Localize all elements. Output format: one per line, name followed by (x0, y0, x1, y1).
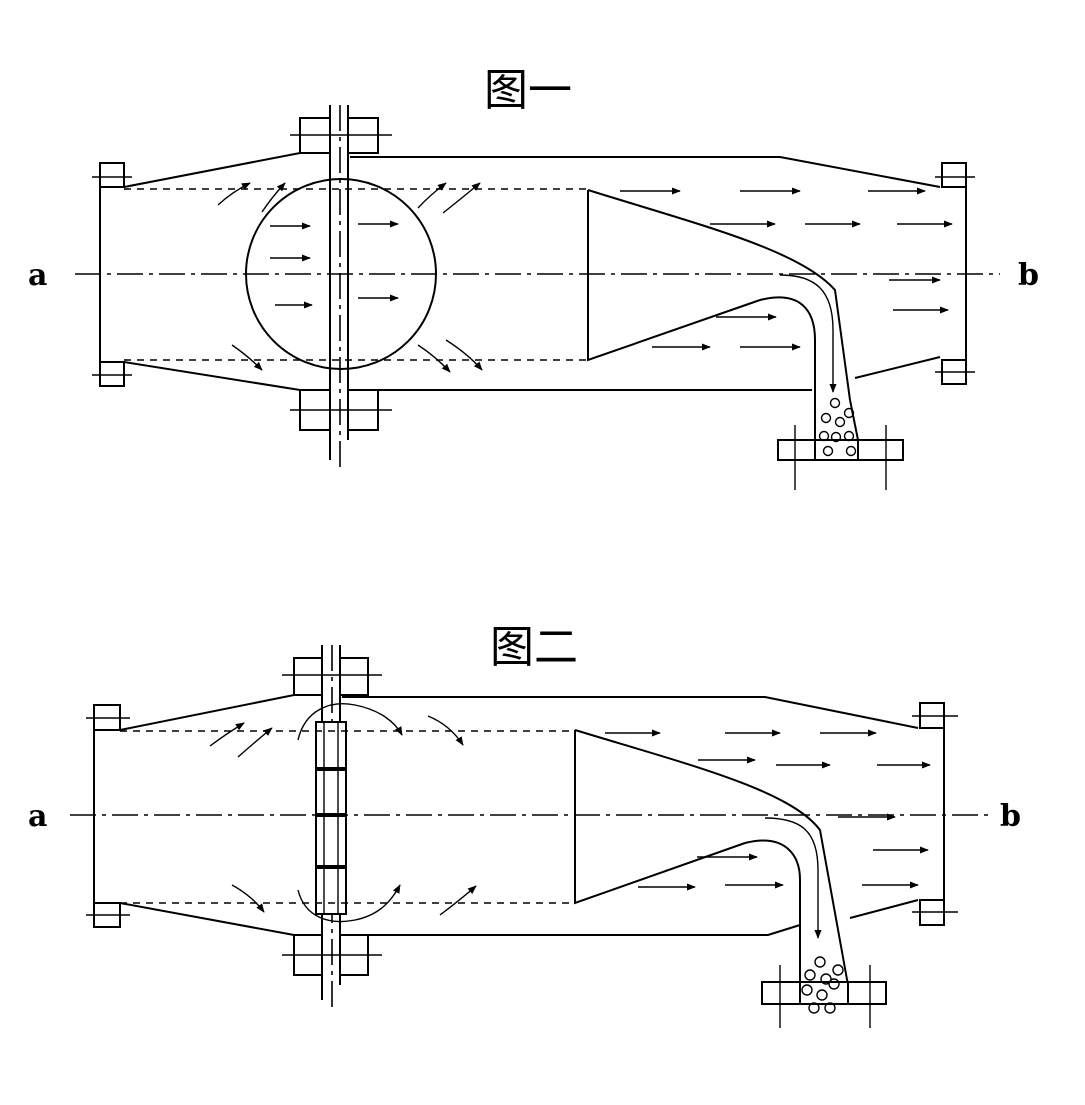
figure-1-label-a: a (28, 258, 47, 293)
figure-1: 图一 a b (28, 65, 1039, 490)
figure-2-title: 图二 (490, 622, 578, 673)
figure-2-right-flange (912, 702, 958, 926)
figure-1-label-b: b (1018, 258, 1039, 293)
figure-1-left-flange (92, 162, 132, 387)
figure-2-cone-curve (574, 729, 849, 986)
figure-2-sediment-outlet (744, 839, 887, 1028)
figure-1-title: 图一 (484, 65, 572, 116)
figure-2-label-a: a (28, 799, 47, 834)
figure-2: 图二 a b (28, 622, 1021, 1028)
figure-1-cone-curve (587, 189, 851, 401)
figure-2-cone-separator (574, 730, 746, 905)
figure-1-cone-separator (587, 190, 761, 362)
figure-2-swirl-arrows (297, 703, 403, 923)
figure-2-slotted-plate (315, 721, 347, 915)
figure-2-flow-arrows (209, 715, 931, 939)
figure-1-valve-bolts (290, 105, 392, 460)
figure-1-valve-disc (245, 178, 437, 370)
figure-2-left-flange (86, 704, 130, 928)
figure-1-sediment-outlet (759, 296, 904, 490)
figure-1-flow-arrows (217, 182, 953, 393)
figure-2-label-b: b (1000, 799, 1021, 834)
figure-1-right-flange (935, 162, 975, 385)
